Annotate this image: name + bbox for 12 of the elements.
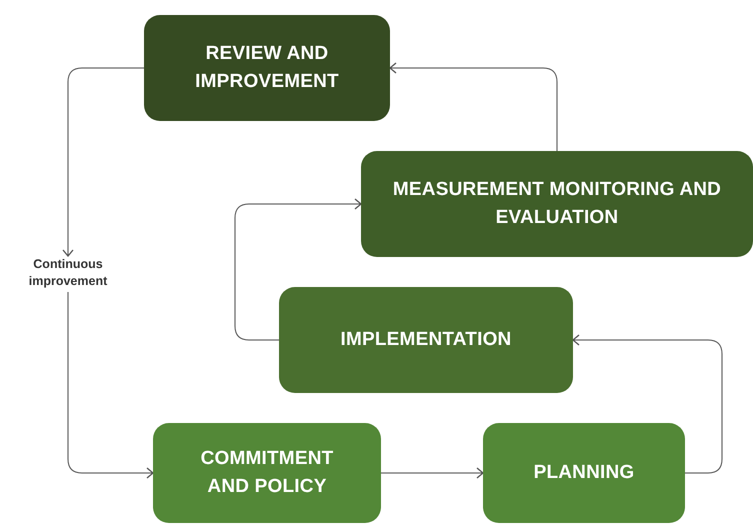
arrow bbox=[380, 467, 484, 479]
arrow bbox=[389, 62, 558, 152]
cycle-label: Continuous improvement bbox=[10, 256, 126, 292]
process-box: COMMITMENT AND POLICY bbox=[153, 423, 381, 523]
process-box: PLANNING bbox=[483, 423, 685, 523]
arrow bbox=[572, 334, 722, 474]
process-box: IMPLEMENTATION bbox=[279, 287, 573, 393]
process-box: REVIEW AND IMPROVEMENT bbox=[144, 15, 390, 121]
process-box: MEASUREMENT MONITORING AND EVALUATION bbox=[361, 151, 753, 257]
arrow bbox=[68, 292, 154, 479]
arrow bbox=[234, 198, 362, 340]
arrow bbox=[62, 68, 144, 257]
